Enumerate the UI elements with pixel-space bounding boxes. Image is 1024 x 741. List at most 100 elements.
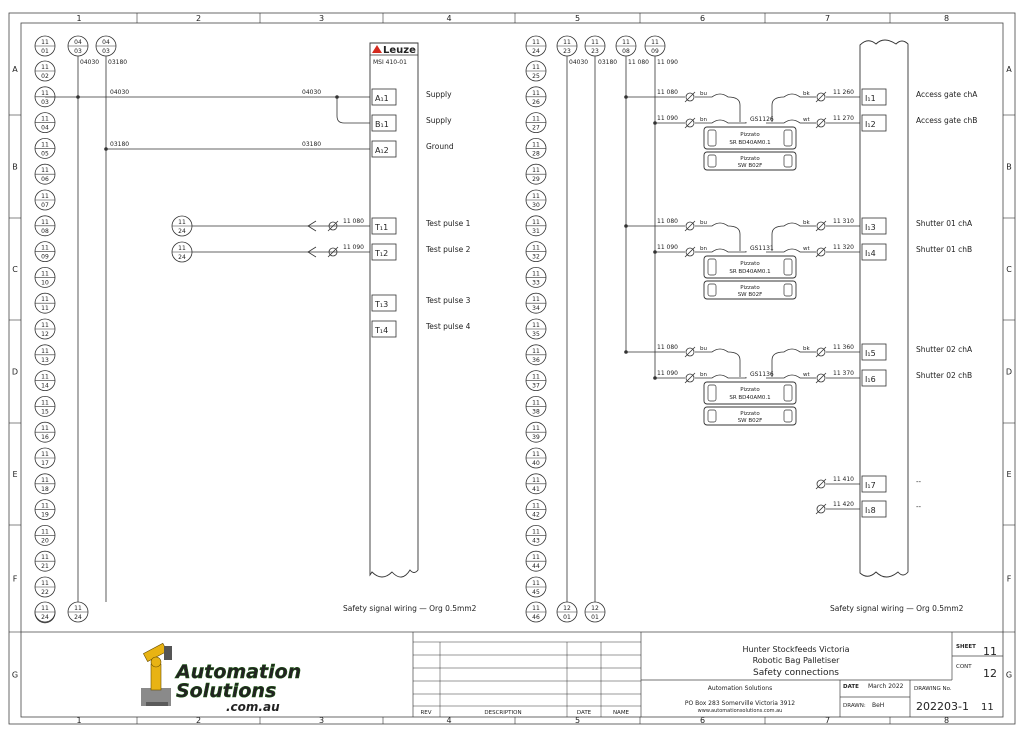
reference-column: 46 xyxy=(532,614,540,621)
terminal-box xyxy=(371,217,397,235)
relay-terminal-label: A₁2 xyxy=(375,146,389,155)
frame-column-label: 7 xyxy=(825,716,830,725)
reference-column: 23 xyxy=(591,48,599,55)
reference-column: 26 xyxy=(532,99,540,106)
wire-label: 11 310 xyxy=(833,218,854,225)
terminal-symbol-icon xyxy=(684,372,696,384)
reference-column: 32 xyxy=(532,254,540,261)
actuator-end-cap xyxy=(707,154,717,168)
reference-page: 04 xyxy=(102,39,110,46)
junction-dot xyxy=(76,95,80,99)
reference-column: 24 xyxy=(532,48,540,55)
right-cross-reference-column: 1124112311231108110911251126112711281129… xyxy=(525,35,678,623)
reference-column: 24 xyxy=(178,228,186,235)
terminal-symbol-icon xyxy=(815,220,827,232)
terminal-symbol-icon xyxy=(684,246,696,258)
wire-label: 11 080 xyxy=(657,218,678,225)
device-brand: Leuze xyxy=(383,45,416,56)
leuze-logo-icon xyxy=(372,45,382,53)
project-name: Robotic Bag Palletiser xyxy=(753,656,841,665)
wire-label: 11 420 xyxy=(833,501,854,508)
switch-tag: GS1131 xyxy=(750,245,774,252)
terminal-box xyxy=(861,88,887,106)
input-terminal-label: I₁2 xyxy=(865,120,876,129)
sensor-model: SR BD40AM0.1 xyxy=(729,395,770,401)
drawn-label: DRAWN: xyxy=(843,703,866,709)
reference-page: 11 xyxy=(178,219,186,226)
automation-solutions-logo: Automation Solutions .com.au xyxy=(141,642,301,714)
frame-column-label: 8 xyxy=(944,14,949,23)
frame-row-label: E xyxy=(12,470,17,479)
switch-cable xyxy=(727,351,741,377)
terminal-slash xyxy=(815,117,827,129)
input-description: Shutter 02 chA xyxy=(916,345,973,354)
connector-icon xyxy=(783,248,801,253)
reference-page: 11 xyxy=(532,141,540,148)
reference-column: 23 xyxy=(563,48,571,55)
reference-column: 34 xyxy=(532,305,540,312)
wire-label: 11 370 xyxy=(833,370,854,377)
connector-icon xyxy=(783,93,801,98)
reference-page: 11 xyxy=(532,374,540,381)
reference-page: 11 xyxy=(41,425,49,432)
reference-page: 11 xyxy=(591,39,599,46)
reference-page: 11 xyxy=(651,39,659,46)
safety-actuator-body xyxy=(703,151,797,171)
connector-icon xyxy=(783,222,801,227)
wire-label: 03180 xyxy=(302,141,321,148)
reference-page: 11 xyxy=(532,270,540,277)
reference-column: 43 xyxy=(532,537,540,544)
drawing-no-label: DRAWING No. xyxy=(914,686,952,692)
relay-terminal-label: T₁1 xyxy=(374,223,388,232)
revision-column-header: REV xyxy=(420,710,431,716)
frame-row-label: B xyxy=(1006,163,1012,172)
reference-column: 10 xyxy=(41,279,49,286)
actuator-model: SW B02F xyxy=(738,418,763,424)
wire-label: 11 080 xyxy=(657,344,678,351)
terminal-description: Supply xyxy=(426,90,452,99)
terminal-slash xyxy=(684,91,696,103)
terminal-circle xyxy=(685,247,695,257)
terminal-symbol-icon xyxy=(815,503,827,515)
drawing-number: 202203-1 xyxy=(916,700,969,713)
connector-icon xyxy=(711,348,729,353)
reference-page: 11 xyxy=(532,554,540,561)
reference-page: 11 xyxy=(41,374,49,381)
logo-line-2: Solutions xyxy=(176,680,276,702)
frame-column-label: 3 xyxy=(319,716,324,725)
terminal-circle xyxy=(328,247,338,257)
cont-value: 12 xyxy=(983,667,997,680)
terminal-box xyxy=(371,294,397,312)
input-description: Access gate chB xyxy=(916,116,977,125)
wire-label: 11 090 xyxy=(343,244,364,251)
connector-icon xyxy=(711,374,729,379)
sheet-title: Safety connections xyxy=(753,668,839,678)
input-description: Access gate chA xyxy=(916,90,978,99)
wire-color-label: wt xyxy=(803,372,810,378)
reference-column: 13 xyxy=(41,357,49,364)
switch-cable xyxy=(727,96,741,122)
reference-page: 11 xyxy=(532,193,540,200)
terminal-circle xyxy=(816,92,826,102)
reference-column: 01 xyxy=(563,614,571,621)
connector-icon xyxy=(783,374,801,379)
reference-page: 11 xyxy=(532,116,540,123)
wire-color-label: bu xyxy=(700,346,707,352)
frame-column-label: 1 xyxy=(76,716,81,725)
reference-page: 11 xyxy=(41,270,49,277)
terminal-box xyxy=(861,369,887,387)
reference-column: 28 xyxy=(532,150,540,157)
reference-page: 11 xyxy=(622,39,630,46)
reference-page: 11 xyxy=(41,554,49,561)
revision-column-header: DATE xyxy=(577,710,592,716)
terminal-description: Test pulse 2 xyxy=(425,245,471,254)
connector-icon xyxy=(783,348,801,353)
reference-column: 07 xyxy=(41,202,49,209)
terminal-slash xyxy=(684,346,696,358)
